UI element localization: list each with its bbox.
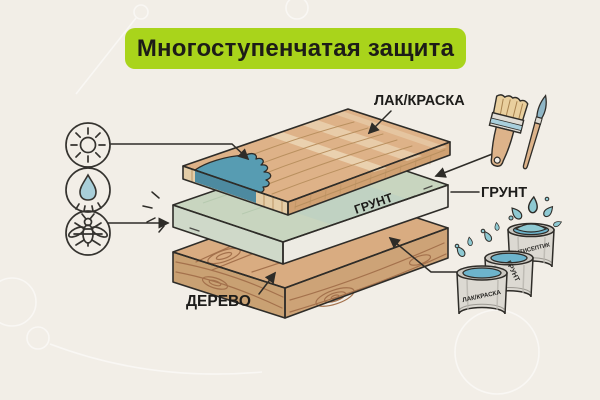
- paint-can-varnish: ЛАК/КРАСКА: [456, 265, 508, 315]
- paint-splash-large: [508, 195, 563, 233]
- insect-icon: [65, 210, 111, 256]
- arrow-wood-label: [258, 271, 277, 295]
- sparkle-dashes: [142, 191, 165, 233]
- water-drop-icon: [65, 167, 111, 213]
- paint-drops-primer: [480, 221, 500, 244]
- background-decoration: [0, 0, 540, 395]
- arrow-varnish-label: [367, 110, 392, 135]
- arrow-brush-to-primer: [434, 150, 501, 178]
- paintbrush-flat-icon: [488, 94, 529, 167]
- layer-top-varnish: [182, 108, 451, 216]
- title-badge: Многоступенчатая защита: [125, 28, 466, 69]
- paintbrush-detail-icon: [522, 94, 547, 170]
- sun-icon: [65, 122, 111, 168]
- label-primer: ГРУНТ: [481, 185, 527, 201]
- label-wood: ДЕРЕВО: [186, 293, 251, 310]
- arrow-sun-to-paint: [110, 143, 250, 161]
- label-varnish: ЛАК/КРАСКА: [374, 93, 465, 109]
- line-cans-to-wood: [388, 236, 467, 273]
- callout-lines: [107, 110, 501, 295]
- paint-drops-varnish: [454, 236, 474, 259]
